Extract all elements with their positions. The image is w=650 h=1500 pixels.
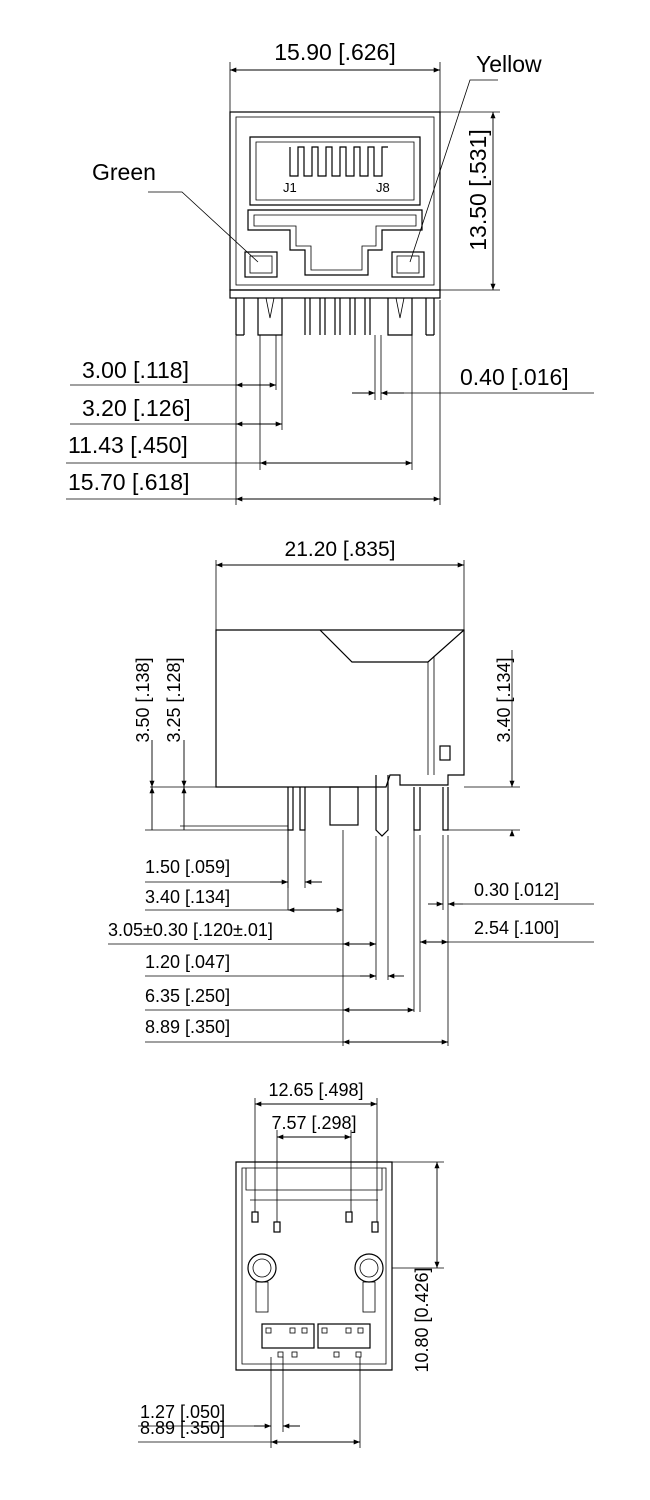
dim-1-20: 1.20 [.047] <box>145 952 230 972</box>
side-pins <box>287 775 449 837</box>
bottom-view: 12.65 [.498] 7.57 [.298] 10.80 [0.426] 1… <box>138 1080 444 1448</box>
label-j1: J1 <box>283 180 297 195</box>
dim-6-35: 6.35 [.250] <box>145 986 230 1006</box>
left-locating-hole <box>247 1253 277 1283</box>
dim-3-20: 3.20 [.126] <box>82 395 191 421</box>
dim-3-05: 3.05±0.30 [.120±.01] <box>108 920 273 940</box>
front-housing <box>229 111 441 291</box>
contact-comb <box>289 146 388 177</box>
label-yellow: Yellow <box>476 51 542 77</box>
plug-opening-inner <box>253 214 417 271</box>
dim-15-70: 15.70 [.618] <box>68 469 190 495</box>
yellow-led-window <box>391 251 425 278</box>
dim-10-80: 10.80 [0.426] <box>412 1267 432 1372</box>
dim-length-total: 21.20 [.835] <box>285 538 396 561</box>
front-housing-inner <box>235 116 435 286</box>
bottom-posts <box>251 1211 379 1233</box>
green-led-window <box>244 251 278 278</box>
label-j8: J8 <box>376 180 390 195</box>
front-view: 15.90 [.626] 13.50 [.531] Yellow Green J… <box>66 39 594 505</box>
side-shield <box>427 656 435 775</box>
plug-opening <box>247 209 423 276</box>
front-pins <box>229 289 441 336</box>
contact-window-inner <box>255 141 415 201</box>
dim-2-54: 2.54 [.100] <box>474 918 559 938</box>
dim-11-43: 11.43 [.450] <box>68 432 188 458</box>
dim-1-50: 1.50 [.059] <box>145 857 230 877</box>
side-housing <box>215 629 465 788</box>
dim-7-57: 7.57 [.298] <box>271 1113 356 1133</box>
dim-1-27: 1.27 [.050] <box>140 1402 225 1422</box>
bottom-housing <box>235 1161 393 1371</box>
dim-8-89: 8.89 [.350] <box>145 1017 230 1037</box>
dim-3-25: 3.25 [.128] <box>164 657 184 742</box>
dim-12-65: 12.65 [.498] <box>268 1080 363 1100</box>
side-view: 21.20 [.835] 3.50 [.138] 3.25 [.128] 3.4… <box>108 538 594 1046</box>
dim-0-30: 0.30 [.012] <box>474 880 559 900</box>
dim-8-89-bottom: 8.89 [.350] <box>140 1418 225 1438</box>
side-tab <box>439 745 451 761</box>
dim-height-total: 13.50 [.531] <box>465 129 491 251</box>
contact-window <box>249 136 421 206</box>
dim-3-40: 3.40 [.134] <box>145 887 230 907</box>
dim-width-total: 15.90 [.626] <box>274 39 396 65</box>
dim-3-00: 3.00 [.118] <box>82 357 189 383</box>
bottom-pin-rows <box>261 1323 371 1358</box>
side-latch <box>319 629 465 663</box>
label-green: Green <box>92 159 156 185</box>
dim-3-40-right: 3.40 [.134] <box>494 657 514 742</box>
green-led-inner <box>249 255 273 274</box>
right-locating-hole <box>354 1253 384 1283</box>
dim-3-50: 3.50 [.138] <box>133 657 153 742</box>
dim-pin-width: 0.40 [.016] <box>460 364 569 390</box>
yellow-led-inner <box>396 255 420 274</box>
